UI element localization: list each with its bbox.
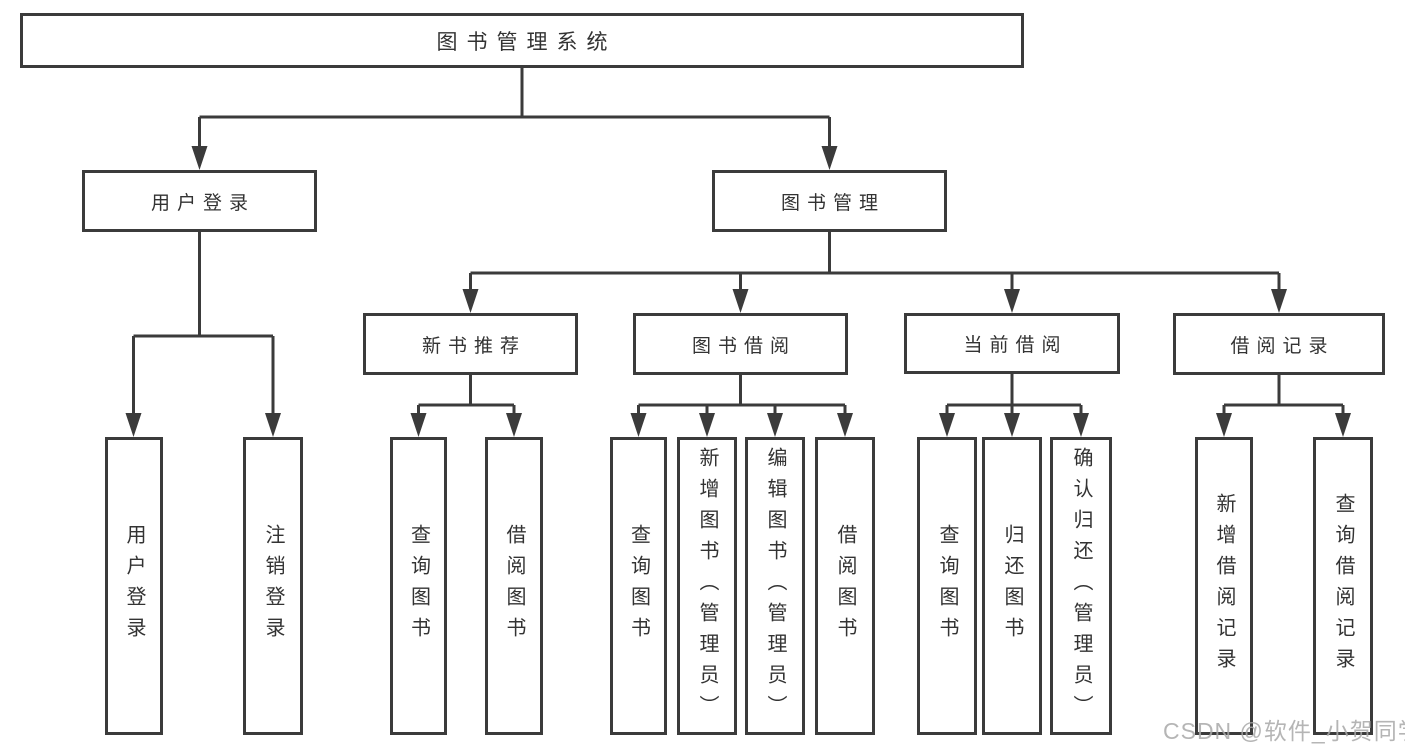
leaf-label: 用户登录: [123, 524, 145, 648]
leaf-rec-borrow-book: 借阅图书: [485, 437, 543, 735]
node-library-management-system: 图书管理系统: [20, 13, 1024, 68]
leaf-label: 借阅图书: [834, 524, 856, 648]
leaf-label: 查询图书: [627, 524, 650, 648]
leaf-user-logout: 注销登录: [243, 437, 303, 735]
leaf-cur-return-book: 归还图书: [982, 437, 1042, 735]
node-borrow-records: 借阅记录: [1173, 313, 1385, 375]
node-book-management: 图书管理: [712, 170, 947, 232]
leaf-label: 查询图书: [407, 524, 430, 648]
leaf-user-login: 用户登录: [105, 437, 163, 735]
node-current-borrow: 当前借阅: [904, 313, 1120, 374]
leaf-label: 确认归还（管理员）: [1070, 446, 1092, 726]
leaf-recs-query-borrow-record: 查询借阅记录: [1313, 437, 1373, 735]
leaf-rec-query-book: 查询图书: [390, 437, 447, 735]
node-new-book-recommend: 新书推荐: [363, 313, 578, 375]
leaf-recs-add-borrow-record: 新增借阅记录: [1195, 437, 1253, 735]
leaf-label: 新增图书（管理员）: [696, 446, 718, 726]
leaf-label: 归还图书: [1001, 524, 1023, 648]
leaf-bor-query-book: 查询图书: [610, 437, 667, 735]
leaf-cur-confirm-return-admin: 确认归还（管理员）: [1050, 437, 1112, 735]
leaf-bor-edit-book-admin: 编辑图书（管理员）: [745, 437, 805, 735]
leaf-label: 新增借阅记录: [1213, 493, 1235, 679]
leaf-label: 借阅图书: [503, 524, 525, 648]
csdn-watermark: CSDN @软件_小贺同学: [1163, 718, 1405, 744]
leaf-bor-add-book-admin: 新增图书（管理员）: [677, 437, 737, 735]
leaf-bor-borrow-book: 借阅图书: [815, 437, 875, 735]
leaf-cur-query-book: 查询图书: [917, 437, 977, 735]
leaf-label: 查询借阅记录: [1332, 493, 1354, 679]
arrowheads: [125, 146, 1351, 437]
leaf-label: 注销登录: [262, 524, 284, 648]
node-book-borrow: 图书借阅: [633, 313, 848, 375]
leaf-label: 编辑图书（管理员）: [764, 446, 786, 726]
node-user-login: 用户登录: [82, 170, 317, 232]
leaf-label: 查询图书: [936, 524, 958, 648]
